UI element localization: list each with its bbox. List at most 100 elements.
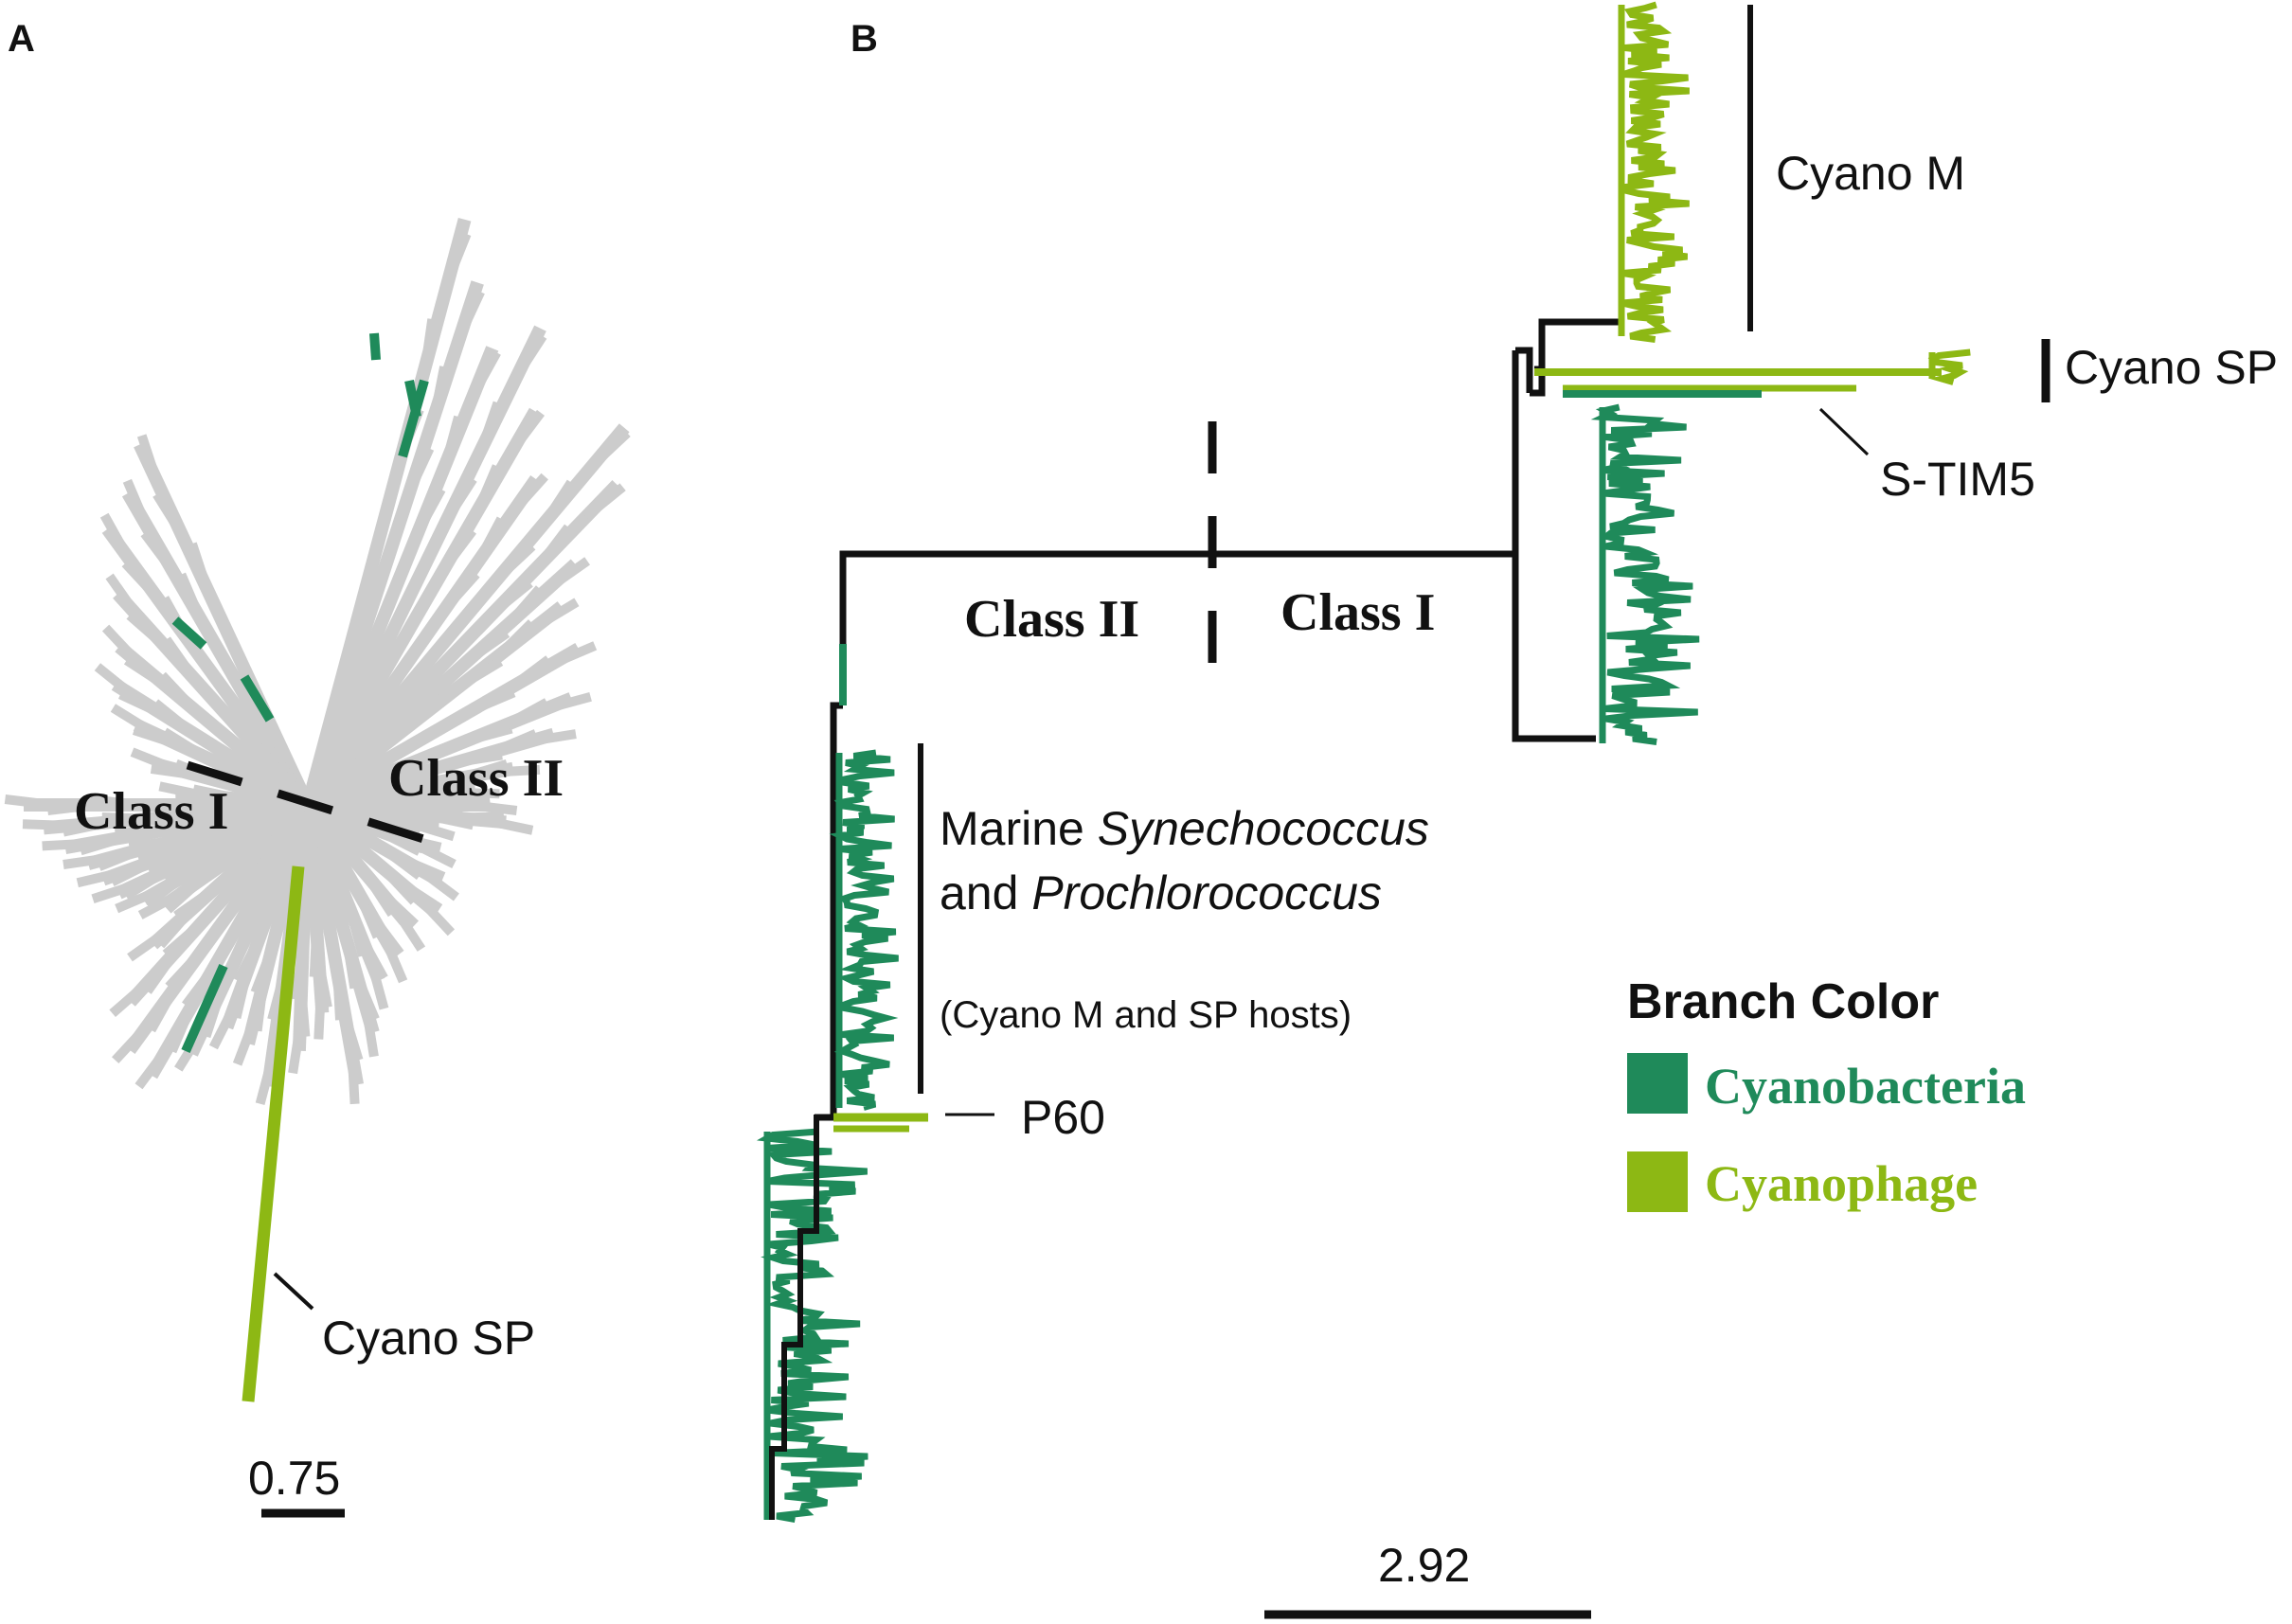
tree-twig <box>421 318 438 367</box>
class-i-label: Class I <box>74 782 228 841</box>
tree-twig <box>454 750 503 768</box>
tree-twig <box>589 429 631 470</box>
tree-twig <box>456 812 505 823</box>
tree-twig <box>101 624 142 667</box>
tree-twig <box>347 1056 360 1105</box>
host-label-prefix: and <box>940 866 1031 919</box>
tree-twig <box>115 885 163 914</box>
tree-twig <box>164 857 212 885</box>
tree-twig <box>76 866 125 888</box>
cyano-sp-branch <box>242 866 305 1402</box>
tree-twig <box>132 725 181 750</box>
legend-title: Branch Color <box>1627 974 1939 1029</box>
s-tim5-label: S-TIM5 <box>1880 453 2035 506</box>
tree-twig <box>582 483 626 521</box>
tree-twig <box>332 973 345 1021</box>
clade-leaves <box>1621 1 1690 343</box>
tree-twig <box>426 779 475 799</box>
class-ii-label: Class II <box>388 749 564 808</box>
tree-twig <box>456 290 485 337</box>
tree-twig <box>340 1013 364 1062</box>
tree-twig <box>490 579 533 616</box>
cyano-sp-tip <box>1927 348 1971 385</box>
tree-twig <box>441 415 463 464</box>
class-ii-label: Class II <box>964 590 1139 649</box>
tree-twig <box>505 585 544 628</box>
scale-bar-b-label: 2.92 <box>1378 1539 1470 1592</box>
cyano-sp-leader-line <box>273 1272 314 1311</box>
tree-twig <box>122 478 151 526</box>
tree-twig <box>342 940 360 990</box>
tree-twig <box>79 832 128 856</box>
tree-twig <box>232 1018 260 1066</box>
tree-twig <box>494 619 535 660</box>
legend-label-cyanobacteria: Cyanobacteria <box>1705 1058 2026 1115</box>
tree-twig <box>415 865 459 901</box>
tree-twig <box>144 872 188 908</box>
class-divider <box>186 760 438 848</box>
tree-twig <box>4 794 53 810</box>
p60-label: P60 <box>1021 1091 1105 1144</box>
tree-twig <box>105 573 141 618</box>
tree-twig <box>201 990 225 1039</box>
tree-twig <box>444 232 472 280</box>
tree-twig <box>354 891 383 939</box>
tree-twig <box>346 908 367 957</box>
host-label-line1: Marine Synechococcus <box>940 802 1429 855</box>
tree-twig <box>121 560 161 601</box>
panel-a-unrooted-tree <box>4 217 631 1105</box>
tree-twig <box>464 723 513 746</box>
tree-twig <box>535 524 572 568</box>
tree-twig <box>403 792 452 803</box>
tree-twig <box>97 844 145 871</box>
tree-twig <box>231 971 252 1020</box>
tree-twig <box>158 671 199 714</box>
legend-label-cyanophage: Cyanophage <box>1705 1155 1978 1212</box>
tree-twig <box>128 835 177 852</box>
tree-twig <box>509 409 545 454</box>
cyano-m-clade <box>1618 1 1690 343</box>
tree-twig <box>512 333 547 379</box>
host-cyanobacteria-clade <box>829 749 899 1111</box>
tree-twig <box>440 570 480 613</box>
tree-twig <box>425 811 475 830</box>
tree-twig <box>126 612 169 651</box>
tree-twig <box>469 800 518 815</box>
class-i-label: Class I <box>1280 583 1435 642</box>
tree-twig <box>252 983 268 1032</box>
legend-swatch-cyanobacteria <box>1627 1053 1688 1114</box>
tree-twig <box>123 866 170 901</box>
cyanobacteria-branch <box>398 379 429 458</box>
tree-twig <box>182 964 218 1008</box>
host-genus-synechococcus: Synechococcus <box>1098 802 1429 855</box>
class-i-stem <box>1512 350 1596 742</box>
legend-swatch-cyanophage <box>1627 1151 1688 1212</box>
tree-twig <box>288 1026 305 1075</box>
class-ii-backbone <box>769 1115 833 1520</box>
tree-twig <box>91 879 140 903</box>
tree-twig <box>543 691 592 714</box>
tree-twig <box>137 888 185 919</box>
tree-twig <box>156 906 196 949</box>
tree-twig <box>469 349 501 397</box>
tree-twig <box>492 764 541 777</box>
tree-twig <box>503 698 549 730</box>
host-label-prefix: Marine <box>940 802 1098 855</box>
host-note: (Cyano M and SP hosts) <box>940 994 1352 1036</box>
tree-twig <box>112 1022 152 1064</box>
tree-twig <box>233 936 264 983</box>
tree-twig <box>162 727 207 761</box>
tree-twig <box>367 961 389 1010</box>
tree-twig <box>127 926 171 962</box>
tree-twig <box>143 950 179 994</box>
tree-twig <box>162 636 198 682</box>
tree-twig <box>110 856 157 887</box>
tree-twig <box>430 366 450 415</box>
tree-twig <box>42 838 90 851</box>
tree-twig <box>250 946 277 994</box>
tree-twig <box>94 663 137 701</box>
tree-twig <box>164 874 206 914</box>
tree-twig <box>147 986 179 1033</box>
tree-twig <box>474 464 502 512</box>
tree-twig <box>465 629 510 665</box>
